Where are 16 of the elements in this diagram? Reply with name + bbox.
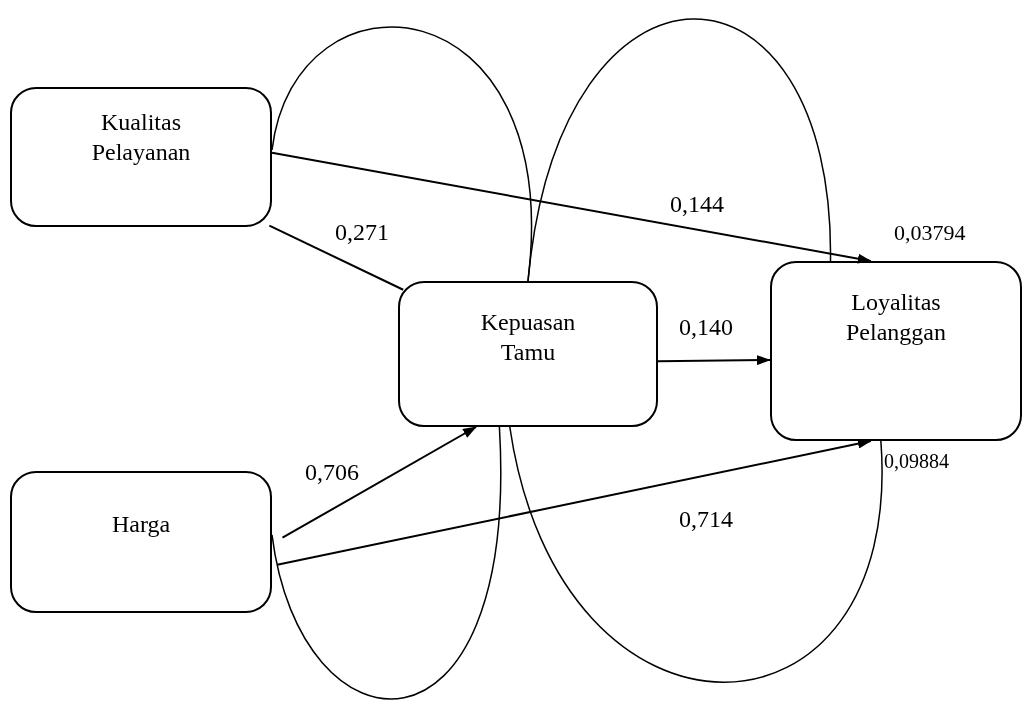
curved-line [271,426,501,699]
arrow [276,438,872,566]
curved-line [527,18,832,282]
node-label: Harga [110,510,172,539]
rounded-box [10,471,272,613]
arrow [657,355,771,366]
node-label: Kualitas Pelayanan [90,108,192,167]
rounded-box [398,281,658,427]
rounded-box [770,261,1022,441]
node-label: Kepuasan Tamu [479,308,577,367]
rounded-box [10,87,272,227]
node-label: Loyalitas Pelanggan [845,288,947,347]
curved-line [509,426,882,683]
arrow [281,426,477,539]
line [268,224,405,291]
arrow [271,151,872,264]
